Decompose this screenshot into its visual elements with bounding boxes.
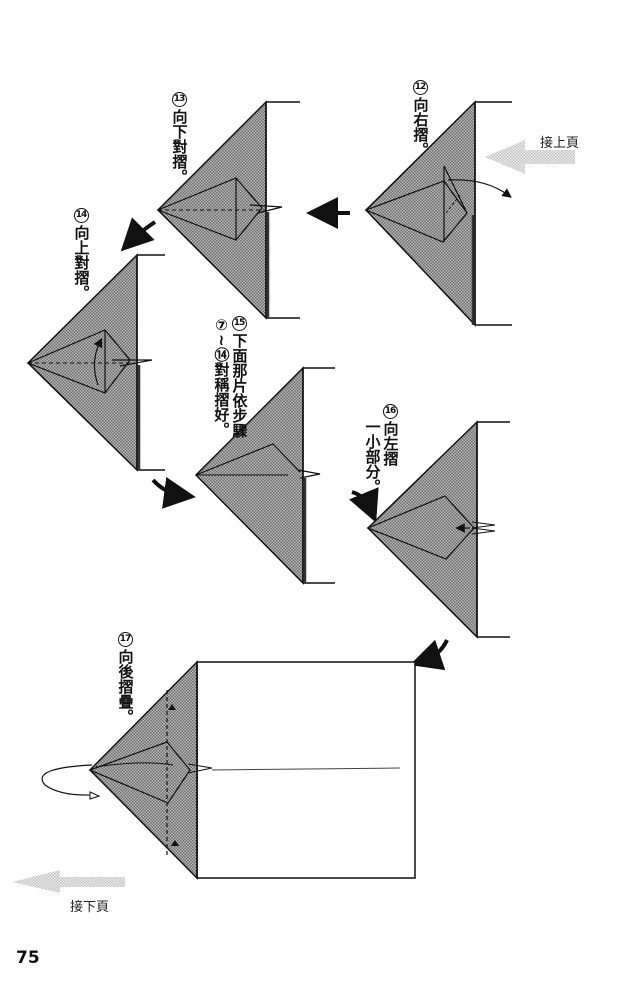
step-number-badge: 15 — [231, 316, 247, 331]
step-16-caption: 16 向左摺 一小部分。 — [363, 404, 400, 494]
step-13-caption: 13 向下對摺。 — [170, 92, 189, 184]
step-15-figure — [194, 366, 335, 585]
step-number-badge: 17 — [117, 632, 133, 647]
step-instruction: 向後摺疊。 — [116, 649, 135, 724]
step-14-caption: 14 向上對摺。 — [72, 208, 91, 300]
prev-page-arrow — [485, 140, 575, 174]
step-12-figure — [364, 100, 512, 327]
step-13-figure — [156, 100, 300, 320]
step-16-figure — [366, 420, 510, 639]
step-14-figure — [26, 253, 165, 472]
next-page-arrow — [12, 870, 125, 893]
step-instruction: 向右摺。 — [411, 97, 430, 157]
page-number: 75 — [16, 948, 40, 968]
step-arrow — [120, 217, 157, 252]
step-17-caption: 17 向後摺疊。 — [116, 632, 135, 724]
step-number-badge: 13 — [171, 92, 187, 107]
step-instruction-line-1: 下面那片依步驟 — [230, 333, 249, 438]
next-page-label: 接下頁 — [70, 900, 110, 915]
step-number-badge: 12 — [412, 80, 428, 95]
step-instruction: 向下對摺。 — [170, 109, 189, 184]
step-instruction-line-2: 一小部分。 — [363, 419, 382, 494]
step-arrow — [349, 487, 379, 523]
step-15-caption: 15 下面那片依步驟 ⑦~⑭對稱摺好。 — [212, 316, 249, 438]
step-17-figure — [41, 660, 416, 880]
step-instruction-line-2: ⑦~⑭對稱摺好。 — [212, 316, 231, 437]
step-number-badge: 16 — [382, 404, 398, 419]
step-instruction: 向上對摺。 — [72, 225, 91, 300]
step-number-badge: 14 — [73, 208, 89, 223]
step-arrow — [151, 477, 196, 509]
step-instruction-line-1: 向左摺 — [381, 421, 400, 466]
step-12-caption: 12 向右摺。 — [411, 80, 430, 157]
prev-page-label: 接上頁 — [540, 136, 580, 151]
step-arrow — [409, 639, 449, 671]
